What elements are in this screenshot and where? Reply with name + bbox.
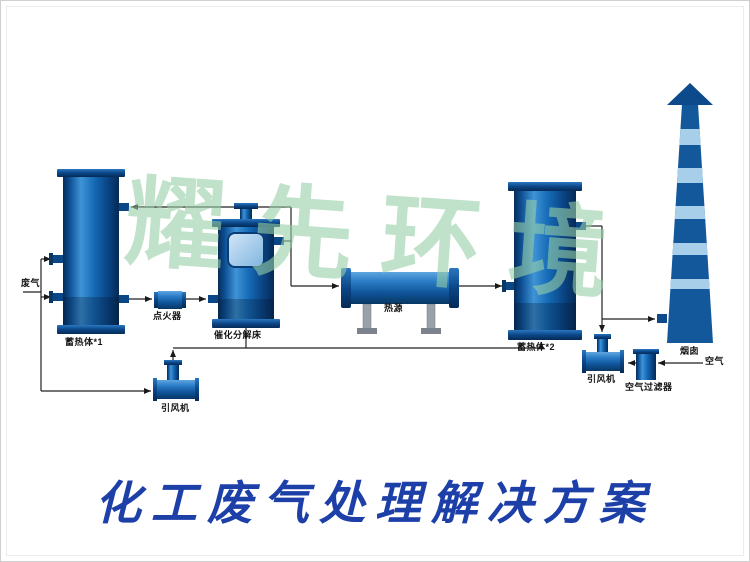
heat-accumulator-1-vessel [49,169,129,334]
air-filter-label: 空气过滤器 [625,382,673,392]
page-title: 化工废气处理解决方案 [95,476,655,530]
catalytic-bed-vessel [208,203,284,328]
heat-accumulator-2-label: 蓄热体*2 [517,342,556,352]
fan-left-unit [153,360,199,401]
chimney-cap [667,83,713,105]
heat-accumulator-1-label: 蓄热体*1 [65,337,104,347]
igniter-label: 点火器 [153,311,182,321]
fan-right-label: 引风机 [587,374,616,384]
heat-source-cylinder [341,268,459,334]
igniter-box [154,291,186,309]
catalytic-bed-label: 催化分解床 [214,330,262,340]
waste-gas-label: 废气 [21,278,41,288]
heat-source-label: 热源 [384,303,404,313]
heat-accumulator-2-vessel [502,182,586,340]
air-label: 空气 [705,356,725,366]
fan-right-unit [582,334,624,373]
chimney-stack [657,83,713,343]
chimney-label: 烟囱 [680,346,700,356]
fan-left-label: 引风机 [161,403,190,413]
air-filter-box [633,349,659,380]
